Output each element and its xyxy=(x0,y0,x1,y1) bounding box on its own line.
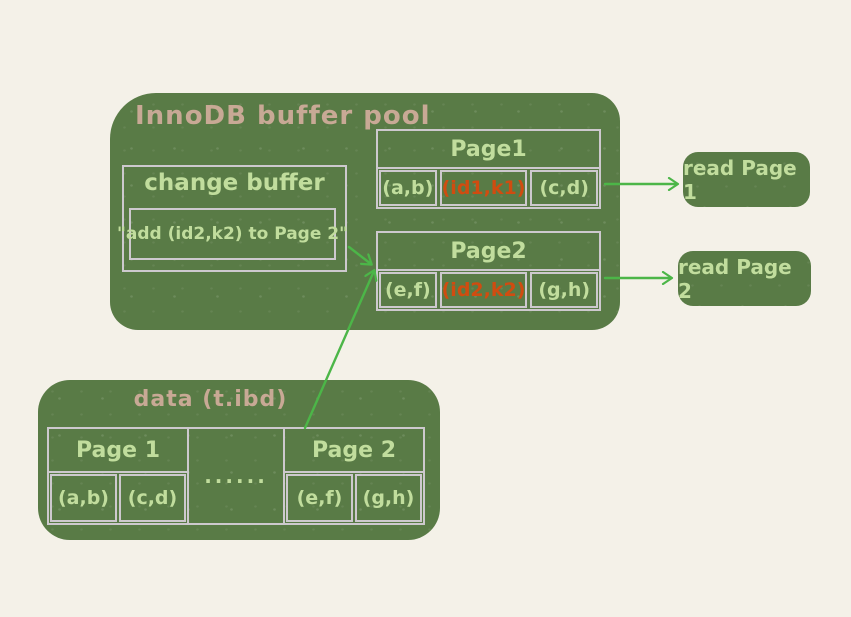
buffer-pool-page2-box: Page2 (e,f) (id2,k2) (g,h) xyxy=(376,231,601,311)
buffer-pool-page1-box: Page1 (a,b) (id1,k1) (c,d) xyxy=(376,129,601,209)
change-buffer-title: change buffer xyxy=(144,170,325,196)
buffer-pool-page2-cells: (e,f) (id2,k2) (g,h) xyxy=(378,271,599,309)
record-cell: (e,f) xyxy=(286,474,353,522)
data-file-page1-title: Page 1 xyxy=(49,429,187,473)
data-file-title: data (t.ibd) xyxy=(133,387,288,412)
change-buffer-box: change buffer "add (id2,k2) to Page 2" xyxy=(117,165,348,272)
data-file-table: Page 1 (a,b) (c,d) ...... Page 2 (e,f) (… xyxy=(47,427,425,525)
data-file-page2-title: Page 2 xyxy=(285,429,423,473)
record-cell: (c,d) xyxy=(119,474,186,522)
data-file-page1-section: Page 1 (a,b) (c,d) xyxy=(49,429,187,523)
read-page2-node: read Page 2 xyxy=(678,251,811,306)
record-cell-highlighted: (id2,k2) xyxy=(439,272,528,308)
change-buffer-note: "add (id2,k2) to Page 2" xyxy=(117,208,348,260)
data-file-page2-section: Page 2 (e,f) (g,h) xyxy=(285,429,423,523)
record-cell: (a,b) xyxy=(379,170,437,206)
data-file-page2-cells: (e,f) (g,h) xyxy=(285,473,423,523)
record-cell: (g,h) xyxy=(530,272,598,308)
record-cell: (c,d) xyxy=(530,170,598,206)
data-file-box: data (t.ibd) Page 1 (a,b) (c,d) ...... P… xyxy=(38,380,440,540)
record-cell: (a,b) xyxy=(50,474,117,522)
record-cell-highlighted: (id1,k1) xyxy=(439,170,528,206)
record-cell: (g,h) xyxy=(355,474,422,522)
record-cell: (e,f) xyxy=(379,272,437,308)
read-page1-node: read Page 1 xyxy=(683,152,810,207)
buffer-pool-page1-cells: (a,b) (id1,k1) (c,d) xyxy=(378,169,599,207)
data-file-ellipsis: ...... xyxy=(187,429,285,523)
buffer-pool-page2-title: Page2 xyxy=(378,233,599,271)
buffer-pool-page1-title: Page1 xyxy=(378,131,599,169)
buffer-pool-box: InnoDB buffer pool change buffer "add (i… xyxy=(110,93,620,330)
data-file-page1-cells: (a,b) (c,d) xyxy=(49,473,187,523)
buffer-pool-title: InnoDB buffer pool xyxy=(135,101,431,131)
